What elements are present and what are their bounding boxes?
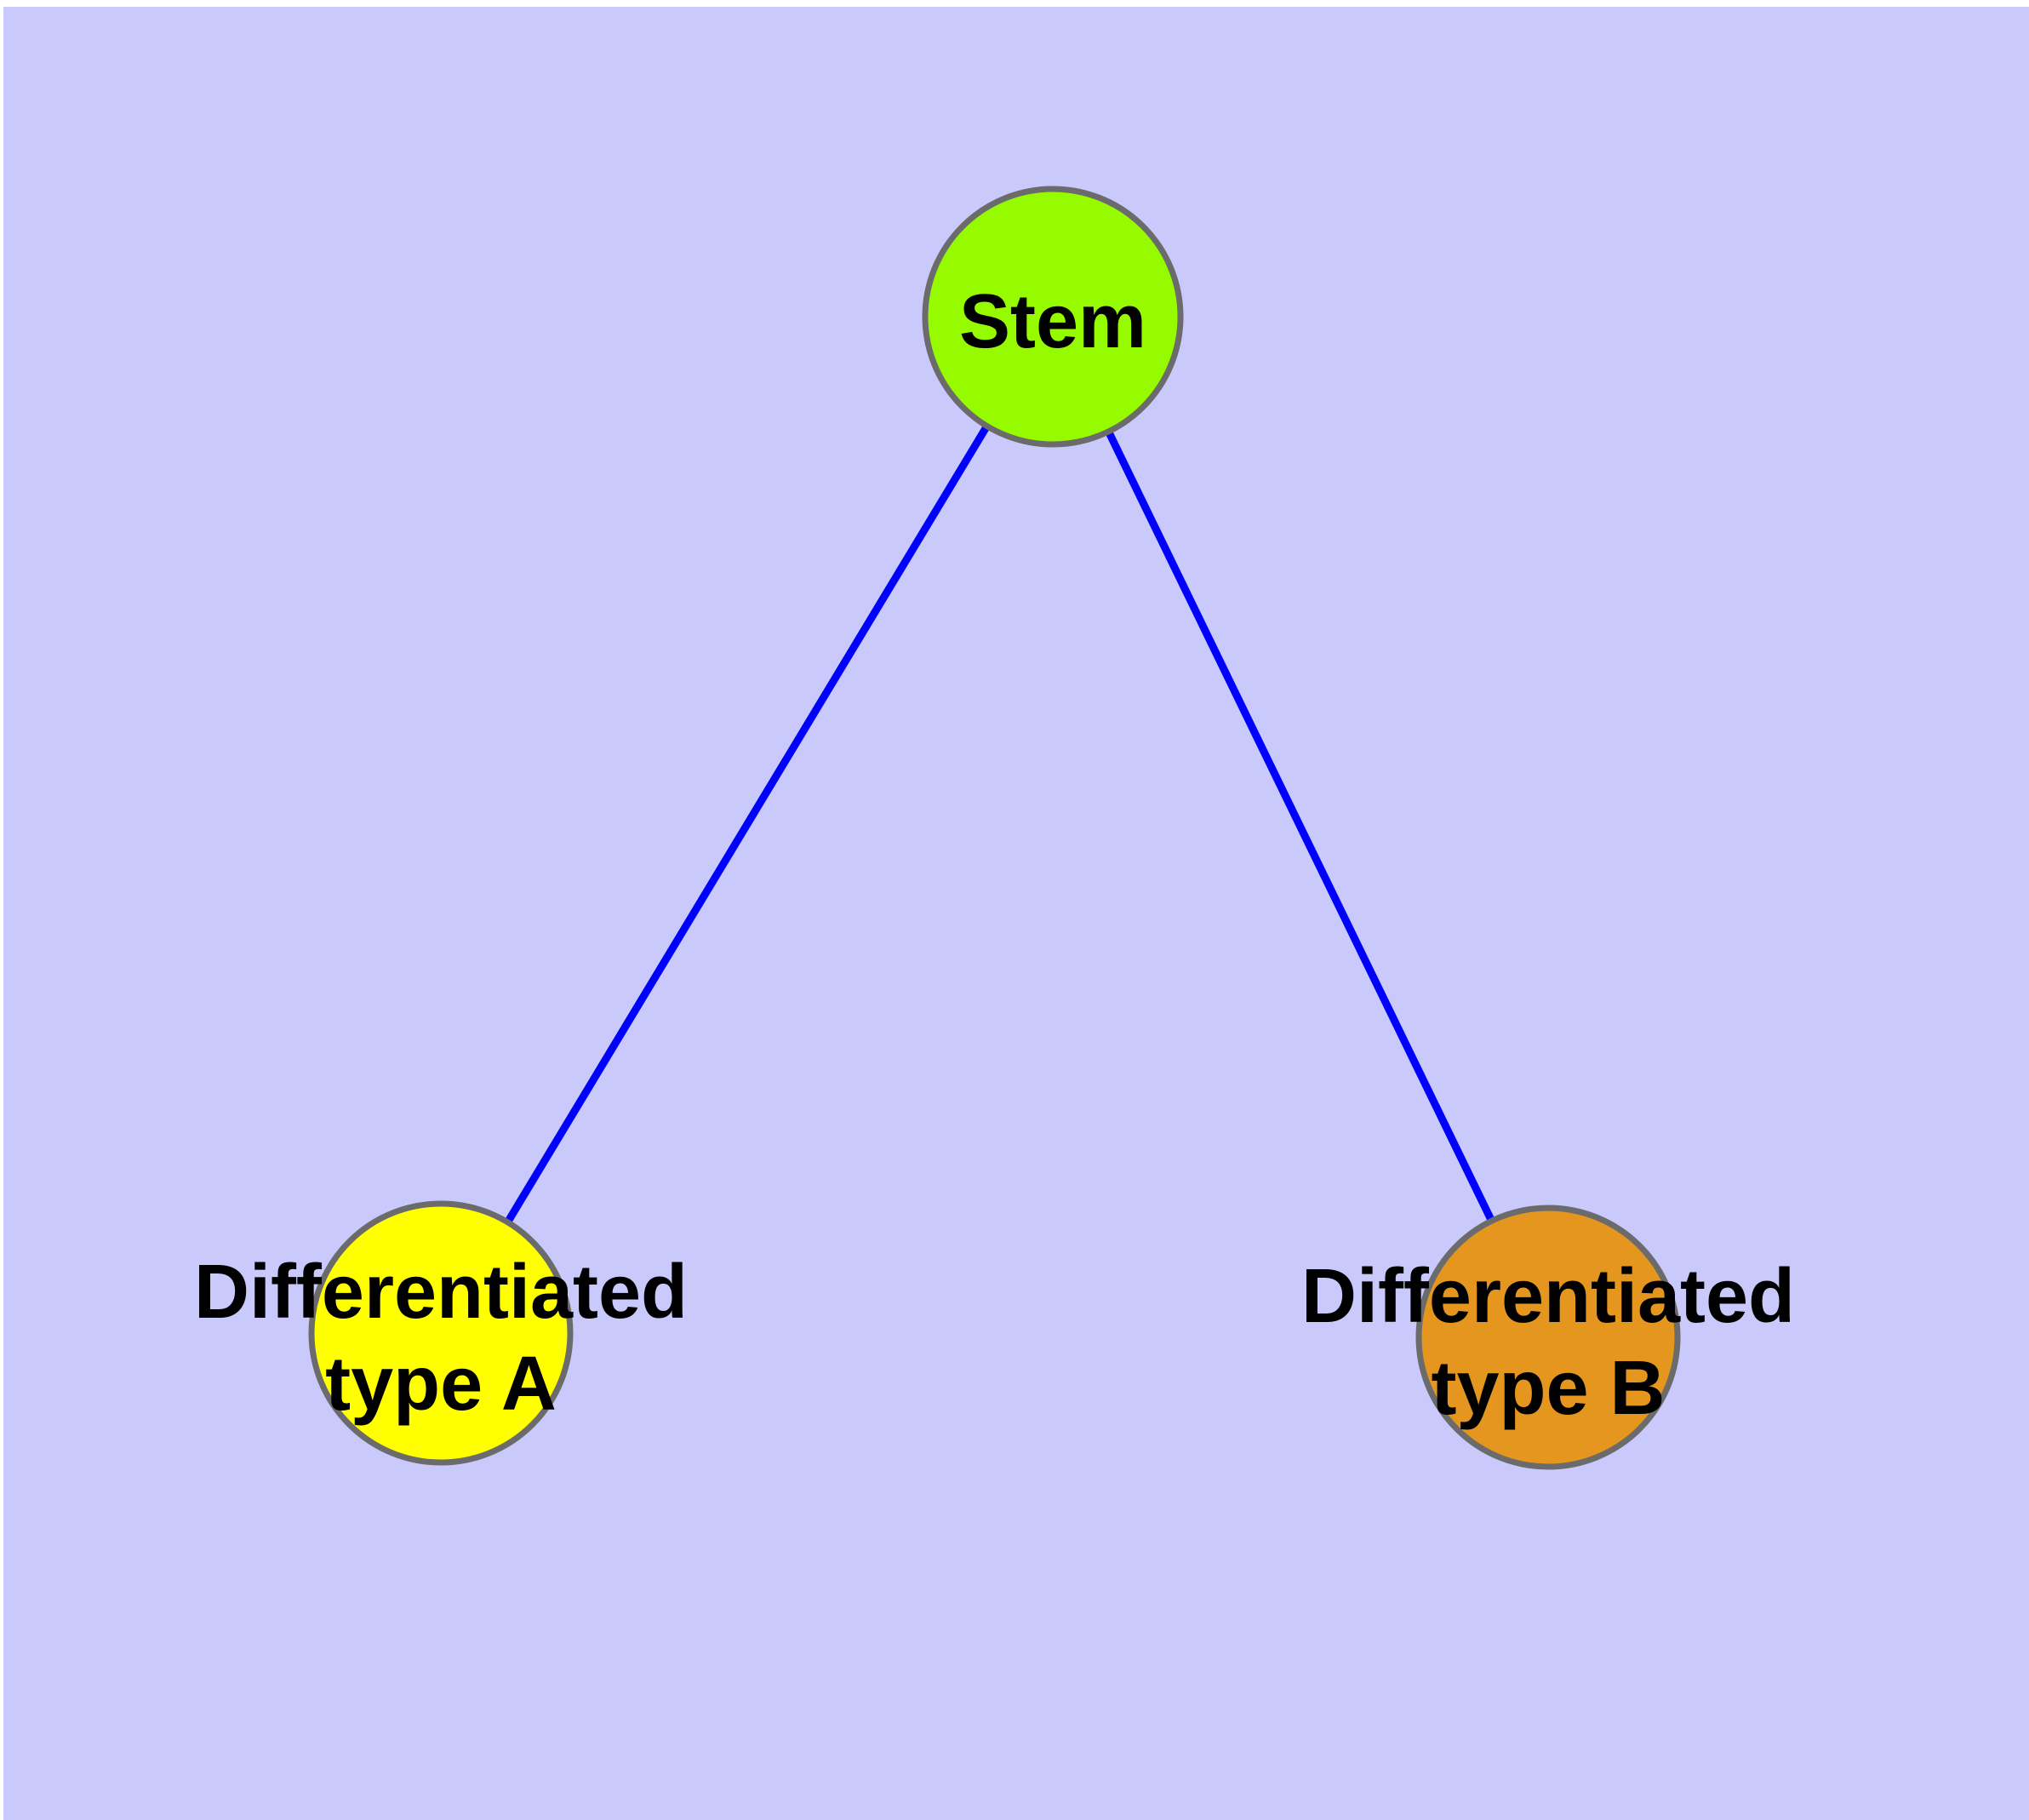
edge-stem-to-differentiated-type-b: [1049, 315, 1552, 1339]
node-label-line: type A: [325, 1342, 557, 1427]
edge-stem-to-differentiated-type-a: [437, 314, 1056, 1336]
node-label-line: type B: [1431, 1346, 1665, 1431]
node-differentiated-type-a: [308, 1200, 574, 1466]
node-label-line: Stem: [959, 279, 1146, 364]
node-differentiated-type-b: [1415, 1205, 1681, 1470]
node-label-stem: Stem: [959, 279, 1146, 364]
node-label-line: Differentiated: [194, 1250, 688, 1335]
node-stem: [922, 186, 1184, 448]
node-label-line: Differentiated: [1301, 1254, 1795, 1339]
